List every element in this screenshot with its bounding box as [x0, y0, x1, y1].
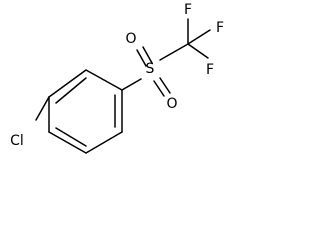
- ring-bond-2: [48, 69, 87, 98]
- ring-double-bond-1: [55, 77, 87, 104]
- fluorine-bottom-atom-label: F: [206, 62, 214, 78]
- sulfonyl-bottom-double-bond-a: [153, 80, 165, 97]
- aryl-sulfur-bond: [121, 78, 142, 91]
- ring-bond-3: [85, 69, 123, 91]
- c-f-bottom-bond: [187, 43, 209, 59]
- ring-bond-5: [85, 131, 123, 154]
- chlorine-atom-label: Cl: [10, 133, 24, 149]
- sulfonyl-bottom-double-bond-b: [159, 77, 171, 94]
- sulfur-carbon-bond: [159, 43, 189, 61]
- sulfonyl-top-double-bond-a: [136, 49, 147, 67]
- oxygen-top-atom-label: O: [125, 31, 136, 47]
- chemical-structure-diagram: Cl S O O F F F: [10, 2, 224, 154]
- sulfur-atom-label: S: [146, 61, 155, 77]
- sulfonyl-top-double-bond-b: [142, 46, 153, 64]
- oxygen-bottom-atom-label: O: [166, 96, 177, 112]
- fluorine-top-atom-label: F: [184, 2, 192, 18]
- ring-bond-1: [35, 96, 50, 121]
- c-f-right-bond: [187, 29, 211, 45]
- ring-double-bond-3: [55, 127, 87, 147]
- ring-bond-6: [48, 131, 87, 154]
- fluorine-right-atom-label: F: [216, 20, 224, 36]
